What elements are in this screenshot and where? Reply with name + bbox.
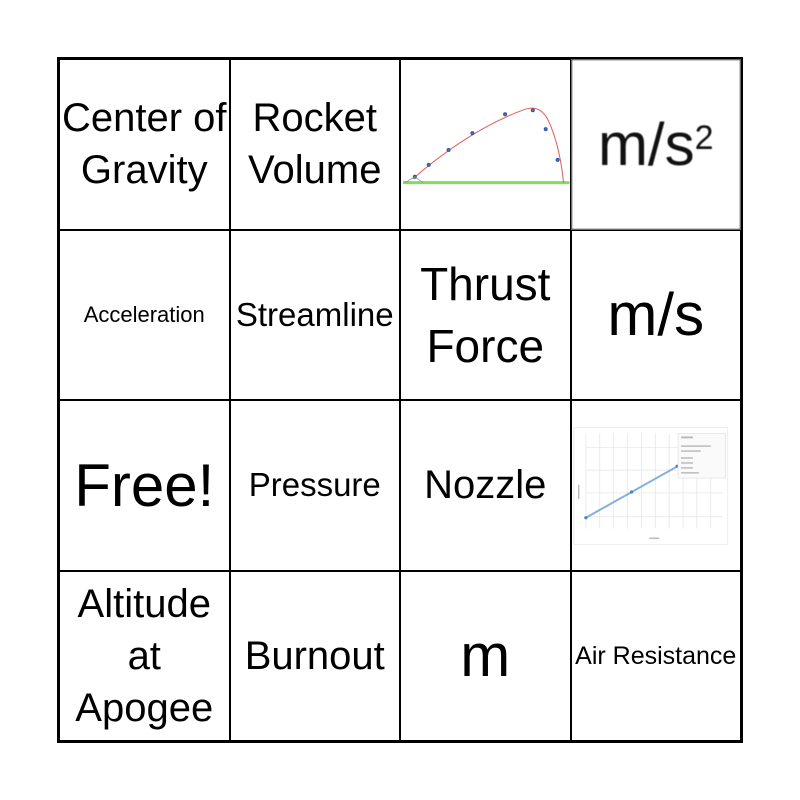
unit-text: m/s [597, 110, 695, 178]
cell-m[interactable]: m [400, 570, 571, 741]
cell-rocket-volume[interactable]: Rocket Volume [229, 59, 400, 230]
graph-x-label [648, 537, 659, 540]
unit-superscript: 2 [694, 118, 714, 157]
cell-altitude-at-apogee[interactable]: Altitude at Apogee [59, 570, 230, 741]
cell-thrust-force[interactable]: Thrust Force [400, 229, 571, 400]
rocket-markers [412, 108, 560, 179]
graph-line [584, 462, 683, 519]
graph-legend-box [677, 433, 726, 479]
graph-y-label [577, 485, 579, 500]
launcher-icon [404, 176, 424, 184]
linear-graph-image [572, 427, 728, 546]
cell-air-resistance[interactable]: Air Resistance [570, 570, 741, 741]
cell-free[interactable]: Free! [59, 400, 230, 571]
cell-burnout[interactable]: Burnout [229, 570, 400, 741]
cell-center-of-gravity[interactable]: Center of Gravity [59, 59, 230, 230]
cell-rocket-trajectory[interactable] [400, 59, 571, 230]
graph-legend-lines [680, 436, 711, 474]
rocket-trajectory-image [402, 107, 570, 185]
cell-streamline[interactable]: Streamline [229, 229, 400, 400]
cell-linear-graph[interactable] [570, 400, 741, 571]
cell-nozzle[interactable]: Nozzle [400, 400, 571, 571]
trajectory-curve [412, 107, 565, 183]
cell-m-per-s[interactable]: m/s [570, 229, 741, 400]
cell-acceleration[interactable]: Acceleration [59, 229, 230, 400]
cell-pressure[interactable]: Pressure [229, 400, 400, 571]
